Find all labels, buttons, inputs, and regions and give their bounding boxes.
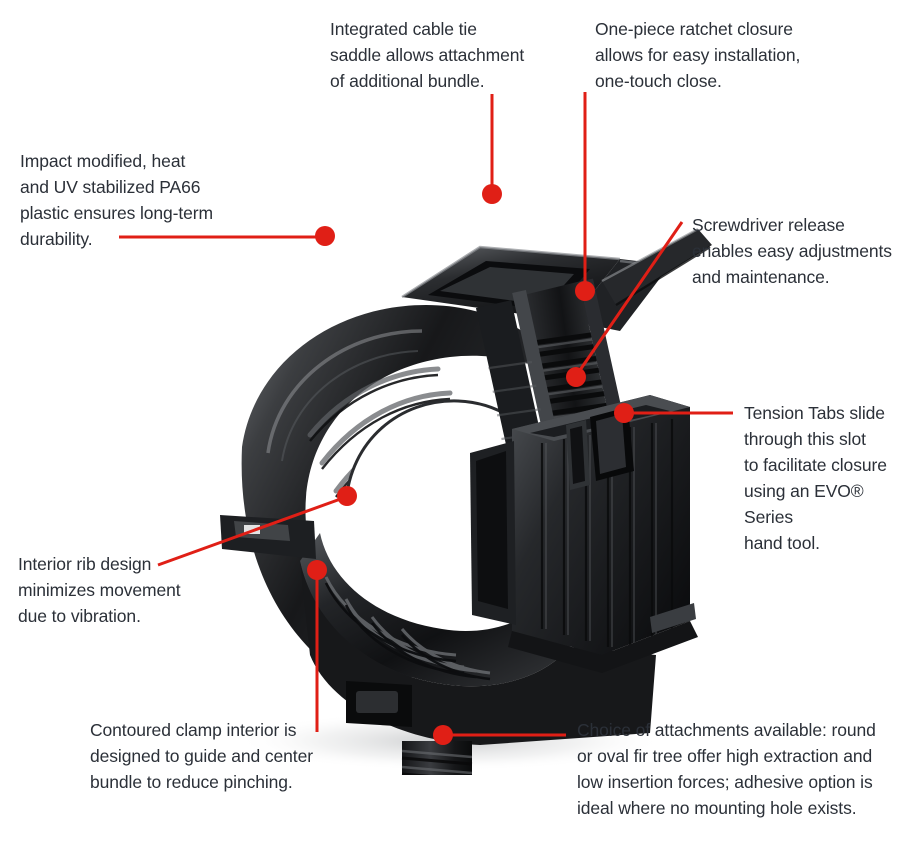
callout-text-screwdriver-release: Screwdriver release enables easy adjustm… [692, 215, 892, 287]
callout-text-tension-tabs: Tension Tabs slide through this slot to … [744, 403, 887, 553]
callout-text-contoured-clamp-interior: Contoured clamp interior is designed to … [90, 720, 313, 792]
callout-text-pa66-plastic: Impact modified, heat and UV stabilized … [20, 151, 213, 249]
callout-text-ratchet-closure: One-piece ratchet closure allows for eas… [595, 19, 801, 91]
callout-text-interior-rib-design: Interior rib design minimizes movement d… [18, 554, 181, 626]
product-photo-cable-clamp [150, 185, 730, 775]
callout-text-attachment-choice: Choice of attachments available: round o… [577, 720, 876, 818]
callout-text-cable-tie-saddle: Integrated cable tie saddle allows attac… [330, 19, 525, 91]
